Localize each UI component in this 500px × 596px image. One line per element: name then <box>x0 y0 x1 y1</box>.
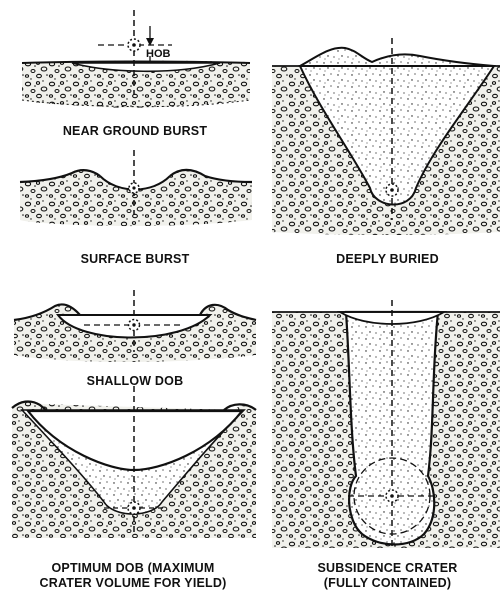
deeply-buried-panel <box>272 38 500 235</box>
near-ground-burst-panel <box>22 10 250 108</box>
surface-mound <box>300 48 494 66</box>
subsidence-crater-panel <box>272 300 500 550</box>
caption-optimum-dob-line2: CRATER VOLUME FOR YIELD) <box>8 576 258 591</box>
caption-near-ground-burst: NEAR GROUND BURST <box>20 124 250 139</box>
optimum-dob-panel <box>12 386 256 538</box>
caption-surface-burst: SURFACE BURST <box>20 252 250 267</box>
surface-burst-panel <box>20 150 252 226</box>
hob-label: HOB <box>146 48 170 60</box>
caption-optimum-dob-line1: OPTIMUM DOB (MAXIMUM <box>8 561 258 576</box>
shallow-dob-panel <box>14 290 256 362</box>
caption-deeply-buried: DEEPLY BURIED <box>275 252 500 267</box>
collapse-chimney <box>346 312 438 545</box>
caption-subsidence-crater-line1: SUBSIDENCE CRATER <box>275 561 500 576</box>
caption-shallow-dob: SHALLOW DOB <box>20 374 250 389</box>
caption-subsidence-crater-line2: (FULLY CONTAINED) <box>275 576 500 591</box>
